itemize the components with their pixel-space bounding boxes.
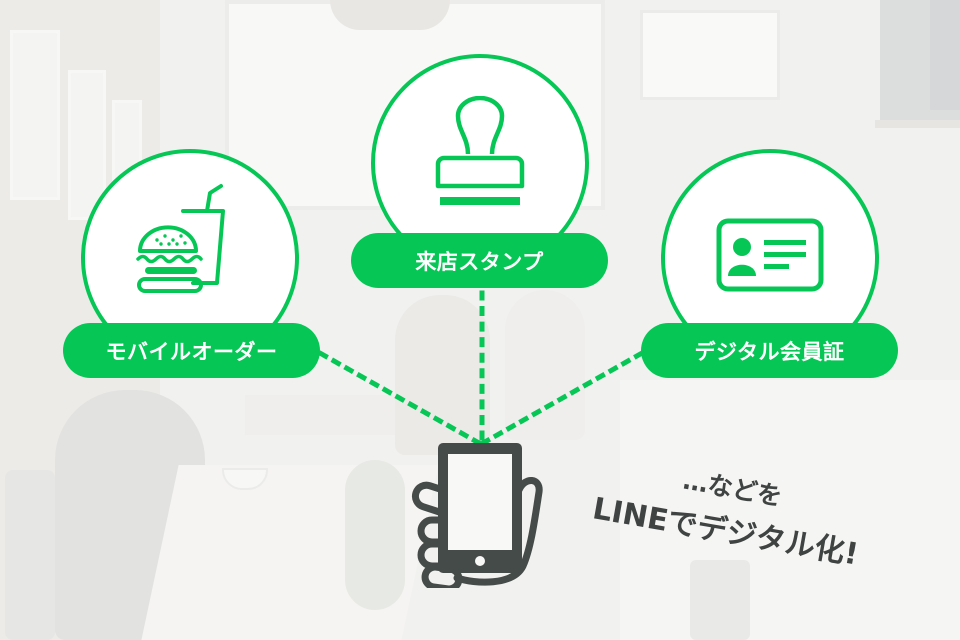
connector-line-center	[479, 290, 485, 441]
chair	[5, 470, 55, 640]
burger-drink-icon	[136, 184, 225, 293]
chair	[690, 560, 750, 640]
feature-label-mobile-order: モバイルオーダー	[63, 323, 320, 378]
person-laptop	[395, 295, 490, 455]
feature-label-text: モバイルオーダー	[105, 339, 278, 364]
hand-holding-smartphone-icon	[411, 443, 543, 588]
wall-frame	[10, 30, 60, 200]
counter	[620, 380, 960, 640]
member-card-icon	[716, 218, 824, 292]
potted-plant	[345, 460, 405, 610]
pendant-lamp	[330, 0, 450, 30]
stamp-icon	[435, 96, 525, 205]
menu-board	[930, 0, 960, 110]
person-seated	[505, 290, 585, 440]
feature-label-visit-stamp: 来店スタンプ	[351, 233, 608, 288]
feature-label-digital-member-card: デジタル会員証	[641, 323, 898, 378]
feature-label-text: 来店スタンプ	[415, 249, 544, 274]
window	[640, 10, 780, 100]
shelf	[875, 120, 960, 128]
feature-label-text: デジタル会員証	[694, 339, 845, 364]
